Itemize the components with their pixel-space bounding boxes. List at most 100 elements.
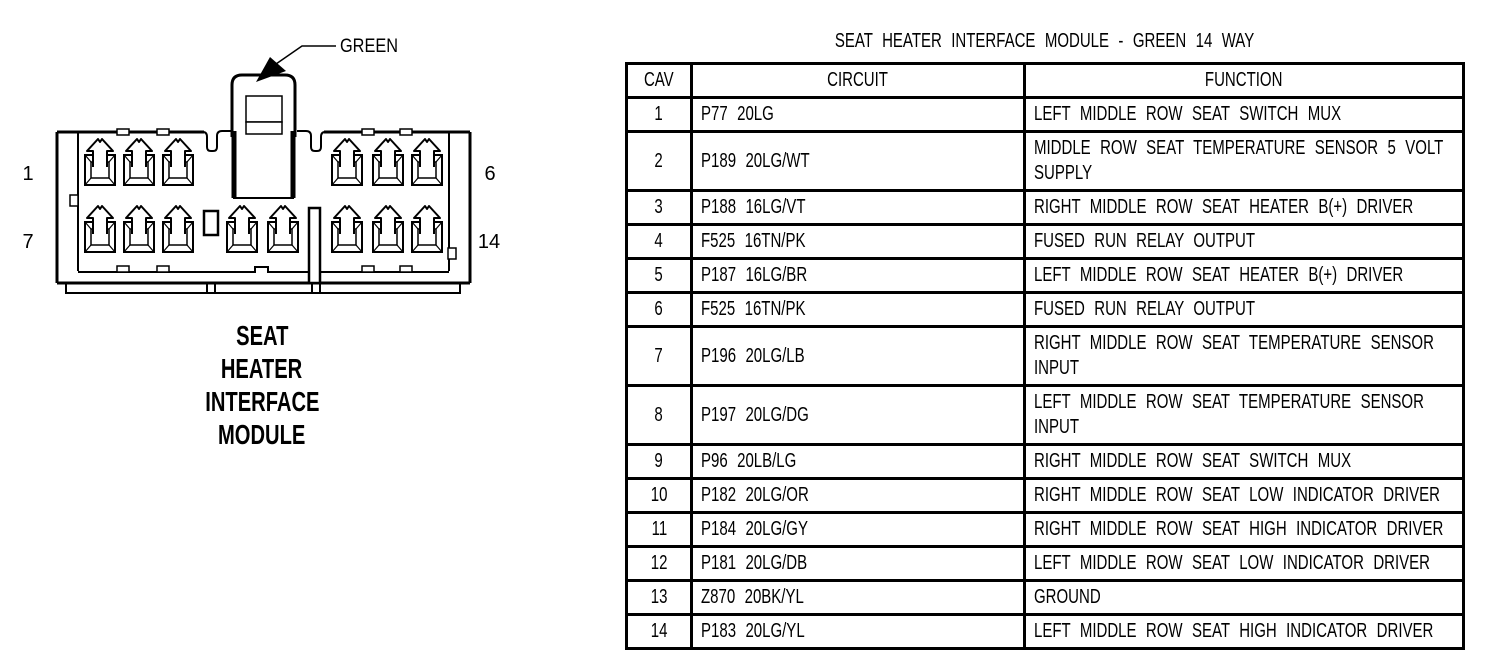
function-cell: RIGHT MIDDLE ROW SEAT HIGH INDICATOR DRI… [1023, 511, 1465, 548]
latch-window-lower [245, 121, 283, 135]
function-cell-text: MIDDLE ROW SEAT TEMPERATURE SENSOR 5 VOL… [1034, 137, 1444, 184]
function-cell-text: RIGHT MIDDLE ROW SEAT HIGH INDICATOR DRI… [1034, 518, 1444, 540]
function-cell-text: LEFT MIDDLE ROW SEAT TEMPERATURE SENSOR … [1034, 391, 1424, 438]
function-cell: RIGHT MIDDLE ROW SEAT HEATER B(+) DRIVER [1023, 189, 1465, 226]
function-cell-text: RIGHT MIDDLE ROW SEAT TEMPERATURE SENSOR… [1034, 332, 1434, 379]
circuit-cell-text: Z870 20BK/YL [701, 586, 804, 608]
cav-cell: 4 [625, 223, 693, 260]
header-row: CAV CIRCUIT FUNCTION [625, 62, 1465, 99]
function-cell-text: LEFT MIDDLE ROW SEAT SWITCH MUX [1034, 103, 1342, 125]
table-row: 3 P188 16LG/VT RIGHT MIDDLE ROW SEAT HEATE… [625, 189, 1465, 226]
cav-cell-text: 2 [654, 149, 664, 172]
col-header-circuit: CIRCUIT [690, 62, 1026, 99]
col-header-function-text: FUNCTION [1205, 69, 1283, 91]
connector-diagram: GREEN 1 6 7 14 [22, 36, 500, 294]
function-cell-text: LEFT MIDDLE ROW SEAT HEATER B(+) DRIVER [1034, 264, 1404, 286]
circuit-cell: P182 20LG/OR [690, 477, 1026, 514]
cav-cell-text: 5 [654, 264, 664, 286]
function-cell-text: RIGHT MIDDLE ROW SEAT SWITCH MUX [1034, 450, 1352, 472]
circuit-cell: F525 16TN/PK [690, 291, 1026, 328]
circuit-cell: P184 20LG/GY [690, 511, 1026, 548]
function-cell: LEFT MIDDLE ROW SEAT LOW INDICATOR DRIVE… [1023, 545, 1465, 582]
table-title: SEAT HEATER INTERFACE MODULE - GREEN 14 … [625, 30, 1465, 54]
table-row: 5 P187 16LG/BR LEFT MIDDLE ROW SEAT HEATER… [625, 257, 1465, 294]
col-header-function: FUNCTION [1023, 62, 1465, 99]
circuit-cell-text: P188 16LG/VT [701, 196, 806, 218]
function-cell: LEFT MIDDLE ROW SEAT HIGH INDICATOR DRIV… [1023, 613, 1465, 650]
slot-right [297, 130, 326, 152]
table-row: 12 P181 20LG/DB LEFT MIDDLE ROW SEAT LOW I… [625, 545, 1465, 582]
base-strip [65, 283, 461, 294]
cavity-divider [307, 206, 322, 285]
bottom-notch [361, 265, 375, 273]
cav-cell-text: 7 [654, 344, 664, 367]
right-wall-step [447, 247, 457, 260]
cav-cell: 1 [625, 96, 693, 133]
circuit-cell-text: F525 16TN/PK [701, 298, 806, 320]
function-cell-text: LEFT MIDDLE ROW SEAT LOW INDICATOR DRIVE… [1034, 552, 1430, 574]
circuit-cell: P196 20LG/LB [690, 325, 1026, 387]
circuit-cell-text: P197 20LG/DG [701, 403, 809, 426]
cav-cell-text: 8 [654, 403, 664, 426]
function-cell: RIGHT MIDDLE ROW SEAT LOW INDICATOR DRIV… [1023, 477, 1465, 514]
caption-line: INTERFACE [204, 386, 320, 417]
cav-cell-text: 4 [654, 230, 664, 252]
slot-left [202, 130, 231, 152]
cav-cell: 11 [625, 511, 693, 548]
cav-cell-text: 11 [651, 518, 667, 540]
circuit-cell-text: P196 20LG/LB [701, 344, 805, 367]
circuit-cell: P183 20LG/YL [690, 613, 1026, 650]
col-header-cav: CAV [625, 62, 693, 99]
function-cell: MIDDLE ROW SEAT TEMPERATURE SENSOR 5 VOL… [1023, 130, 1465, 192]
function-cell: GROUND [1023, 579, 1465, 616]
function-cell-text: RIGHT MIDDLE ROW SEAT HEATER B(+) DRIVER [1034, 196, 1414, 218]
top-notch [116, 128, 130, 136]
circuit-cell-text: P183 20LG/YL [701, 620, 805, 642]
circuit-cell: P187 16LG/BR [690, 257, 1026, 294]
cav-cell: 13 [625, 579, 693, 616]
col-header-cav-text: CAV [644, 69, 674, 91]
function-cell-text: GROUND [1034, 586, 1101, 608]
leader-arrowhead [256, 57, 286, 82]
caption-line: MODULE [218, 419, 306, 450]
pin-label-7: 7 [22, 231, 33, 253]
table-row: 11 P184 20LG/GY RIGHT MIDDLE ROW SEAT HIGH… [625, 511, 1465, 548]
top-notch [156, 128, 170, 136]
cav-cell: 5 [625, 257, 693, 294]
cav-cell: 12 [625, 545, 693, 582]
pin-label-6: 6 [484, 163, 495, 185]
cav-cell: 9 [625, 443, 693, 480]
keyway [202, 209, 220, 237]
function-cell: LEFT MIDDLE ROW SEAT TEMPERATURE SENSOR … [1023, 384, 1465, 446]
cav-cell-text: 3 [654, 196, 664, 218]
cav-cell-text: 14 [650, 620, 668, 642]
pin-label-1: 1 [22, 163, 33, 185]
cav-cell: 10 [625, 477, 693, 514]
bottom-notch [116, 265, 130, 273]
cav-cell: 3 [625, 189, 693, 226]
latch-window [245, 95, 283, 123]
circuit-cell-text: P184 20LG/GY [701, 518, 808, 540]
function-cell: LEFT MIDDLE ROW SEAT SWITCH MUX [1023, 96, 1465, 133]
caption-line: SEAT [235, 320, 289, 351]
function-cell: RIGHT MIDDLE ROW SEAT TEMPERATURE SENSOR… [1023, 325, 1465, 387]
cav-cell: 6 [625, 291, 693, 328]
table-row: 13 Z870 20BK/YL GROUND [625, 579, 1465, 616]
caption-line: HEATER [221, 353, 303, 384]
circuit-cell: Z870 20BK/YL [690, 579, 1026, 616]
bottom-notch [399, 265, 413, 273]
cav-cell-text: 13 [650, 586, 668, 608]
circuit-cell: P189 20LG/WT [690, 130, 1026, 192]
table-title-text: SEAT HEATER INTERFACE MODULE - GREEN 14 … [835, 30, 1255, 52]
cav-cell-text: 10 [650, 484, 668, 506]
circuit-cell-text: P181 20LG/DB [701, 552, 808, 574]
bottom-notch [156, 265, 170, 273]
cav-cell: 14 [625, 613, 693, 650]
table-row: 14 P183 20LG/YL LEFT MIDDLE ROW SEAT HIGH … [625, 613, 1465, 650]
cav-cell-text: 12 [650, 552, 668, 574]
